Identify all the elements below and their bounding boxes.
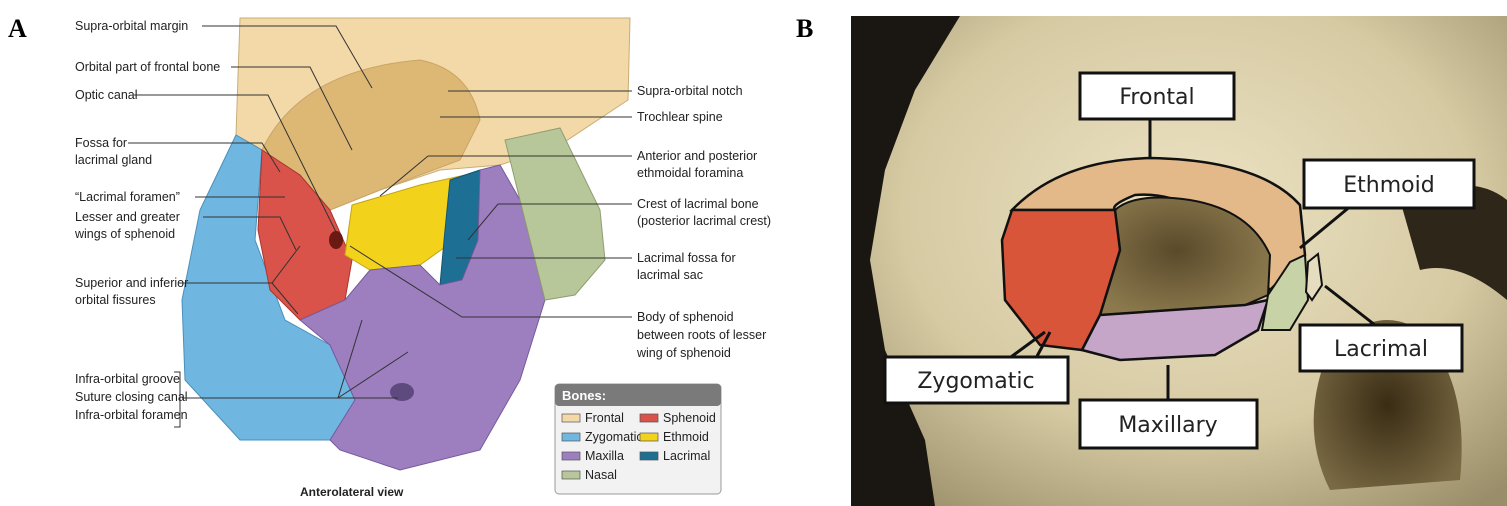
label-lacrimal-fossa: Lacrimal fossa for — [637, 251, 736, 265]
label-wing-sphenoid: wing of sphenoid — [636, 346, 731, 360]
label-supra-orbital-notch: Supra-orbital notch — [637, 84, 743, 98]
legend-label-lacrimal: Lacrimal — [663, 449, 710, 463]
legend-label-maxilla: Maxilla — [585, 449, 624, 463]
label-supra-orbital-margin: Supra-orbital margin — [75, 19, 188, 33]
legend-swatch-sphenoid — [640, 414, 658, 422]
label-fossa-for: Fossa for — [75, 136, 127, 150]
legend-swatch-zygomatic — [562, 433, 580, 441]
label-wings-sphenoid: wings of sphenoid — [74, 227, 175, 241]
legend-label-ethmoid: Ethmoid — [663, 430, 709, 444]
label-suture-closing-canal: Suture closing canal — [75, 390, 188, 404]
label-ethmoidal-foramina: ethmoidal foramina — [637, 166, 743, 180]
label-trochlear-spine: Trochlear spine — [637, 110, 723, 124]
legend-label-zygomatic: Zygomatic — [585, 430, 643, 444]
legend-label-nasal: Nasal — [585, 468, 617, 482]
panel-a: Supra-orbital margin Orbital part of fro… — [74, 18, 771, 499]
label-anterior-posterior: Anterior and posterior — [637, 149, 757, 163]
label-orbital-part-frontal: Orbital part of frontal bone — [75, 60, 220, 74]
label-ethmoid-b: Ethmoid — [1343, 173, 1434, 198]
legend-swatch-lacrimal — [640, 452, 658, 460]
label-between-roots: between roots of lesser — [637, 328, 766, 342]
label-crest-lacrimal: Crest of lacrimal bone — [637, 197, 759, 211]
legend-label-frontal: Frontal — [585, 411, 624, 425]
label-lacrimal-foramen: “Lacrimal foramen” — [75, 190, 180, 204]
label-lesser-greater: Lesser and greater — [75, 210, 180, 224]
panel-b: Frontal Ethmoid Zygomatic Lacrimal Maxil… — [851, 16, 1507, 506]
label-lacrimal-b: Lacrimal — [1334, 337, 1428, 362]
legend-swatch-frontal — [562, 414, 580, 422]
legend-title: Bones: — [562, 388, 606, 403]
label-lacrimal-sac: lacrimal sac — [637, 268, 703, 282]
optic-canal-mark — [329, 231, 343, 249]
label-orbital-fissures: orbital fissures — [75, 293, 156, 307]
label-optic-canal: Optic canal — [75, 88, 138, 102]
label-infra-orbital-foramen: Infra-orbital foramen — [75, 408, 188, 422]
label-maxillary-b: Maxillary — [1118, 413, 1217, 438]
label-infra-orbital-groove: Infra-orbital groove — [75, 372, 180, 386]
label-frontal-b: Frontal — [1119, 85, 1194, 110]
label-zygomatic-b: Zygomatic — [917, 369, 1034, 394]
label-lacrimal-gland: lacrimal gland — [75, 153, 152, 167]
label-body-sphenoid: Body of sphenoid — [637, 310, 734, 324]
panel-a-caption: Anterolateral view — [300, 485, 404, 499]
legend-label-sphenoid: Sphenoid — [663, 411, 716, 425]
legend-swatch-maxilla — [562, 452, 580, 460]
legend-swatch-ethmoid — [640, 433, 658, 441]
legend-swatch-nasal — [562, 471, 580, 479]
label-superior-inferior: Superior and inferior — [75, 276, 188, 290]
label-posterior-lacrimal-crest: (posterior lacrimal crest) — [637, 214, 771, 228]
